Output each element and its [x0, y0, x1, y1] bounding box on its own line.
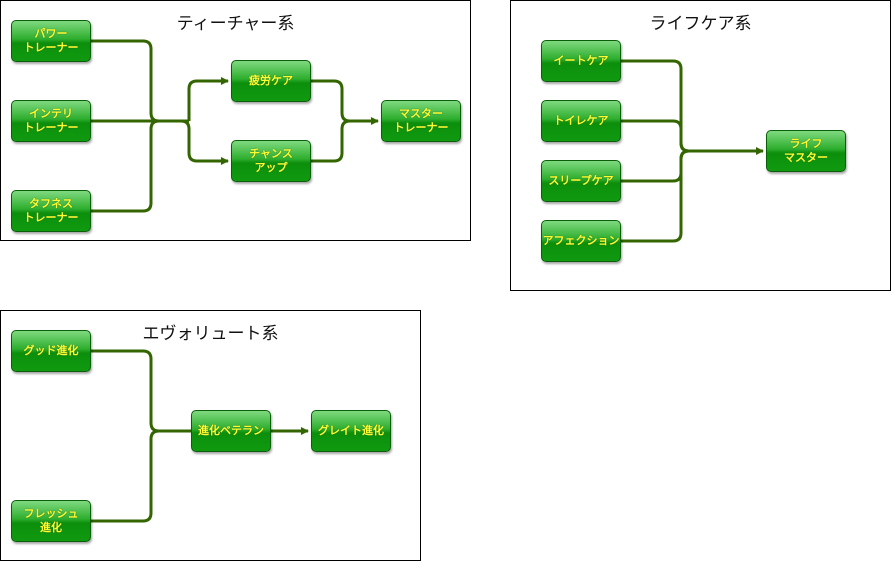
panel-title-evolute: エヴォリュート系 [142, 324, 279, 344]
panel-title-teacher: ティーチャー系 [176, 14, 295, 34]
connector [621, 59, 690, 153]
panel-teacher: ティーチャー系 パワー トレーナー インテリ トレーナー タフネス トレーナー … [0, 0, 471, 241]
node-intelli-trainer[interactable]: インテリ トレーナー [11, 100, 91, 142]
node-toilet-care[interactable]: トイレケア [541, 100, 621, 142]
node-life-master[interactable]: ライフ マスター [766, 130, 846, 172]
connectors-teacher [91, 39, 379, 213]
node-label: インテリ トレーナー [23, 107, 79, 134]
connector [91, 349, 191, 433]
connector [621, 149, 690, 183]
connector [91, 429, 191, 523]
node-label: スリープケア [548, 174, 614, 187]
connector [311, 79, 351, 123]
node-label: イートケア [553, 54, 609, 67]
node-master-trainer[interactable]: マスター トレーナー [381, 100, 461, 142]
node-label: グッド進化 [23, 344, 79, 357]
connector [621, 149, 690, 243]
node-label: マスター トレーナー [393, 107, 449, 134]
connectors-evolute [91, 349, 309, 523]
panel-lifecare: ライフケア系 イートケア トイレケア スリープケア アフェクション ライフ マス… [510, 0, 891, 291]
node-label: 疲労ケア [249, 74, 293, 87]
node-fresh-evolution[interactable]: フレッシュ 進化 [11, 500, 91, 542]
connector [187, 77, 229, 121]
node-label: グレイト進化 [318, 424, 384, 437]
connector [91, 119, 189, 213]
node-fatigue-care[interactable]: 疲労ケア [231, 60, 311, 102]
node-sleep-care[interactable]: スリープケア [541, 160, 621, 202]
connector [621, 119, 690, 153]
node-label: 進化ベテラン [198, 424, 264, 437]
node-label: フレッシュ 進化 [23, 507, 79, 534]
node-chance-up[interactable]: チャンス アップ [231, 140, 311, 182]
node-label: トイレケア [553, 114, 609, 127]
connectors-lifecare [621, 59, 764, 243]
node-good-evolution[interactable]: グッド進化 [11, 330, 91, 372]
node-label: チャンス アップ [249, 147, 293, 174]
connector [311, 119, 351, 163]
node-label: パワー トレーナー [23, 27, 79, 54]
node-affection[interactable]: アフェクション [541, 220, 621, 262]
connector [91, 39, 189, 123]
node-great-evolution[interactable]: グレイト進化 [311, 410, 391, 452]
node-label: タフネス トレーナー [23, 197, 79, 224]
connector [180, 119, 229, 165]
node-evolution-veteran[interactable]: 進化ベテラン [191, 410, 271, 452]
node-label: アフェクション [542, 234, 620, 247]
node-label: ライフ マスター [784, 137, 828, 164]
node-toughness-trainer[interactable]: タフネス トレーナー [11, 190, 91, 232]
panel-title-lifecare: ライフケア系 [649, 14, 752, 34]
panel-evolute: エヴォリュート系 グッド進化 フレッシュ 進化 進化ベテラン グレイト進化 [0, 310, 421, 561]
node-eat-care[interactable]: イートケア [541, 40, 621, 82]
node-power-trainer[interactable]: パワー トレーナー [11, 20, 91, 62]
